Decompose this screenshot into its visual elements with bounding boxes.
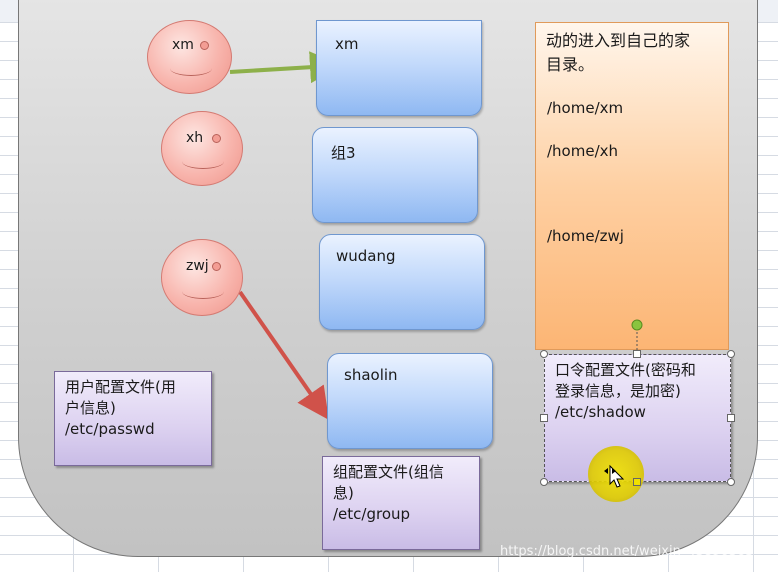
- selection-handle[interactable]: [540, 350, 548, 358]
- user-face-zwj[interactable]: zwj: [161, 239, 243, 316]
- red-arrow[interactable]: [238, 290, 329, 420]
- selection-handle[interactable]: [727, 478, 735, 486]
- green-arrow[interactable]: [229, 51, 342, 84]
- selection-handle[interactable]: [633, 350, 641, 358]
- group-label-shaolin: shaolin: [344, 366, 398, 384]
- user-face-xm[interactable]: xm: [147, 20, 232, 94]
- selection-handle[interactable]: [727, 350, 735, 358]
- group-label-wudang: wudang: [336, 247, 396, 265]
- user-label-xm: xm: [172, 37, 194, 53]
- group-box-3[interactable]: 组3: [312, 127, 478, 223]
- eye-icon: [200, 41, 209, 50]
- rotation-handle[interactable]: [630, 318, 644, 352]
- passwd-note[interactable]: 用户配置文件(用 户信息) /etc/passwd: [54, 371, 212, 466]
- smile-icon: [182, 154, 224, 169]
- group-label-xm: xm: [335, 35, 359, 53]
- home-directory-box[interactable]: 动的进入到自己的家 目录。 /home/xm /home/xh /home/zw…: [535, 22, 729, 350]
- resize-handle[interactable]: [633, 478, 641, 486]
- home-path-xh: /home/xh: [547, 142, 619, 160]
- group-label-3: 组3: [331, 144, 356, 162]
- group-note[interactable]: 组配置文件(组信 息) /etc/group: [322, 456, 480, 550]
- move-cursor-icon: [604, 464, 625, 488]
- selection-handle[interactable]: [727, 414, 735, 422]
- eye-icon: [212, 134, 221, 143]
- watermark-text: https://blog.csdn.net/weixin_43896363: [500, 544, 754, 559]
- smile-icon: [182, 284, 224, 299]
- user-label-zwj: zwj: [186, 258, 209, 274]
- selection-handle[interactable]: [540, 414, 548, 422]
- smile-icon: [170, 61, 212, 76]
- group-box-xm[interactable]: xm: [316, 20, 482, 116]
- group-box-wudang[interactable]: wudang: [319, 234, 485, 330]
- home-path-xm: /home/xm: [547, 99, 624, 117]
- eye-icon: [212, 262, 221, 271]
- home-path-zwj: /home/zwj: [547, 227, 624, 245]
- user-face-xh[interactable]: xh: [161, 111, 243, 186]
- user-label-xh: xh: [186, 130, 204, 146]
- home-directory-description: 动的进入到自己的家 目录。: [546, 31, 691, 74]
- selection-handle[interactable]: [540, 478, 548, 486]
- group-box-shaolin[interactable]: shaolin: [327, 353, 493, 449]
